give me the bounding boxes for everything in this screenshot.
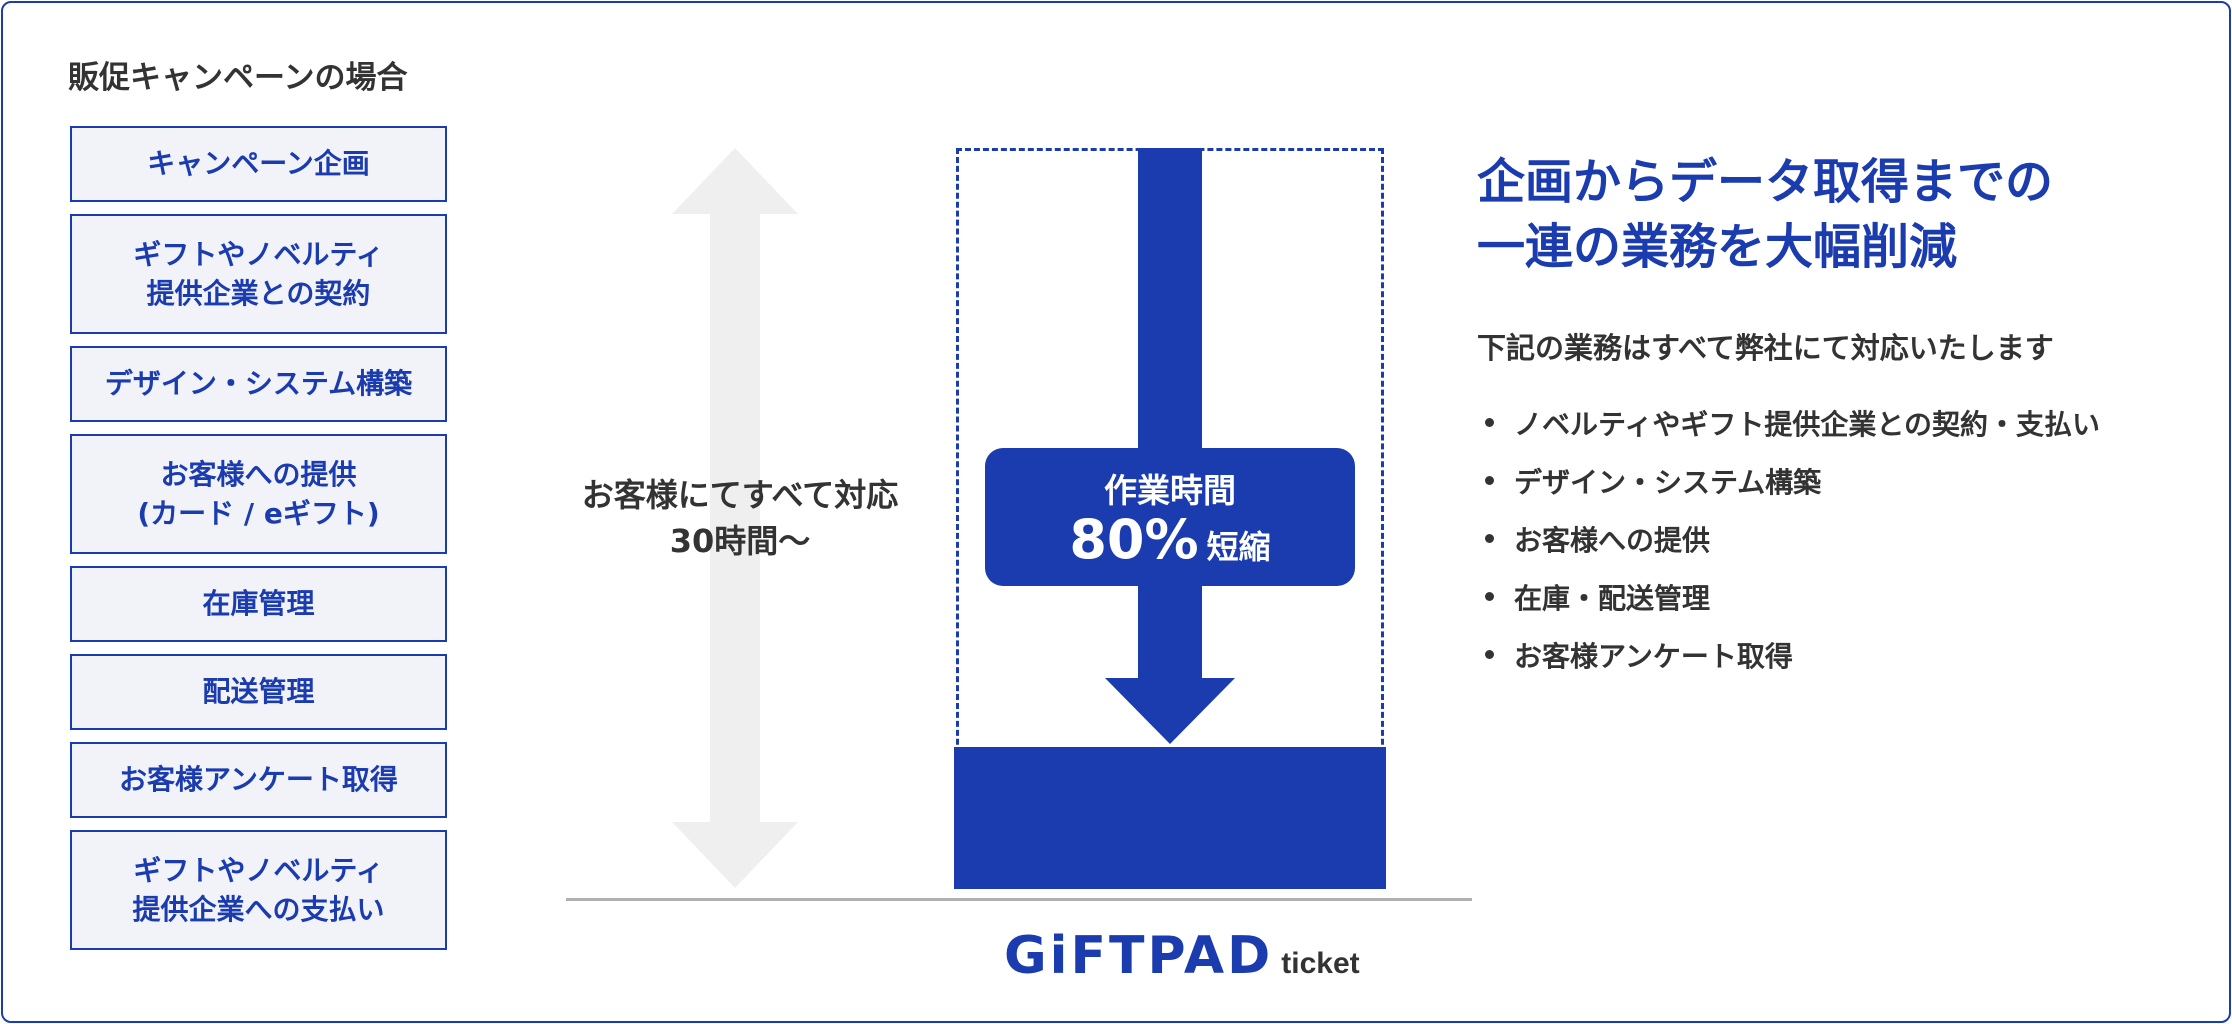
task-box-design-system: デザイン・システム構築 xyxy=(70,346,447,422)
list-item-text: お客様への提供 xyxy=(1514,524,1711,557)
left-duration-label: お客様にてすべて対応 30時間〜 xyxy=(581,476,899,561)
bullet-icon xyxy=(1485,650,1494,659)
bullet-icon xyxy=(1485,534,1494,543)
list-item: 在庫・配送管理 xyxy=(1477,577,2100,635)
task-box-inventory: 在庫管理 xyxy=(70,566,447,642)
remaining-duration-block xyxy=(954,747,1386,889)
logo-main-text: GiFTPAD xyxy=(1004,926,1274,986)
badge-percent: 80% xyxy=(1069,508,1199,571)
bullet-icon xyxy=(1485,592,1494,601)
task-box-shipping: 配送管理 xyxy=(70,654,447,730)
reduction-badge: 作業時間 80%短縮 xyxy=(985,448,1355,586)
task-box-survey: お客様アンケート取得 xyxy=(70,742,447,818)
list-item: デザイン・システム構築 xyxy=(1477,461,2100,519)
list-item-text: デザイン・システム構築 xyxy=(1514,466,1822,499)
logo-sub-text: ticket xyxy=(1281,947,1360,980)
task-box-supplier-payment: ギフトやノベルティ 提供企業への支払い xyxy=(70,830,447,950)
list-item: ノベルティやギフト提供企業との契約・支払い xyxy=(1477,403,2100,461)
task-box-campaign-planning: キャンペーン企画 xyxy=(70,126,447,202)
full-duration-arrow xyxy=(672,148,798,888)
bullet-icon xyxy=(1485,476,1494,485)
list-item: お客様への提供 xyxy=(1477,519,2100,577)
task-box-supplier-contract: ギフトやノベルティ 提供企業との契約 xyxy=(70,214,447,334)
service-list: ノベルティやギフト提供企業との契約・支払い デザイン・システム構築 お客様への提… xyxy=(1477,403,2100,693)
badge-label: 作業時間 xyxy=(1104,471,1236,510)
case-title: 販促キャンペーンの場合 xyxy=(68,60,408,96)
baseline xyxy=(566,898,1472,901)
subhead: 下記の業務はすべて弊社にて対応いたします xyxy=(1477,331,2054,365)
list-item-text: ノベルティやギフト提供企業との契約・支払い xyxy=(1514,408,2101,441)
list-item-text: 在庫・配送管理 xyxy=(1514,582,1711,615)
bullet-icon xyxy=(1485,418,1494,427)
headline: 企画からデータ取得までの 一連の業務を大幅削減 xyxy=(1477,154,2054,275)
task-box-customer-delivery: お客様への提供 (カード / eギフト) xyxy=(70,434,447,554)
list-item: お客様アンケート取得 xyxy=(1477,635,2100,693)
list-item-text: お客様アンケート取得 xyxy=(1514,640,1793,673)
badge-value-row: 80%短縮 xyxy=(985,508,1355,571)
reduction-arrow xyxy=(1105,148,1235,744)
badge-unit: 短縮 xyxy=(1206,528,1271,566)
